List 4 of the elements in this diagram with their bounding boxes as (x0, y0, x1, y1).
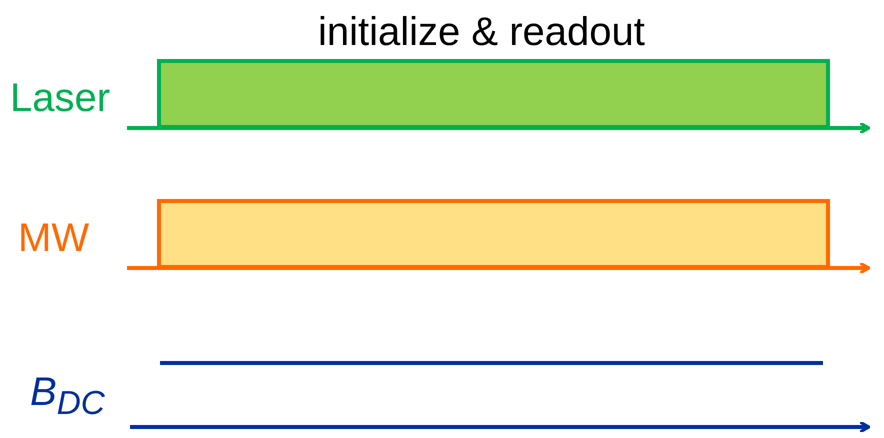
pulse-label: initialize & readout (318, 12, 645, 52)
channel-label: B$_{DC}$ (30, 372, 105, 420)
channel-label: Laser (10, 78, 110, 118)
channel-label: MW (18, 218, 90, 258)
